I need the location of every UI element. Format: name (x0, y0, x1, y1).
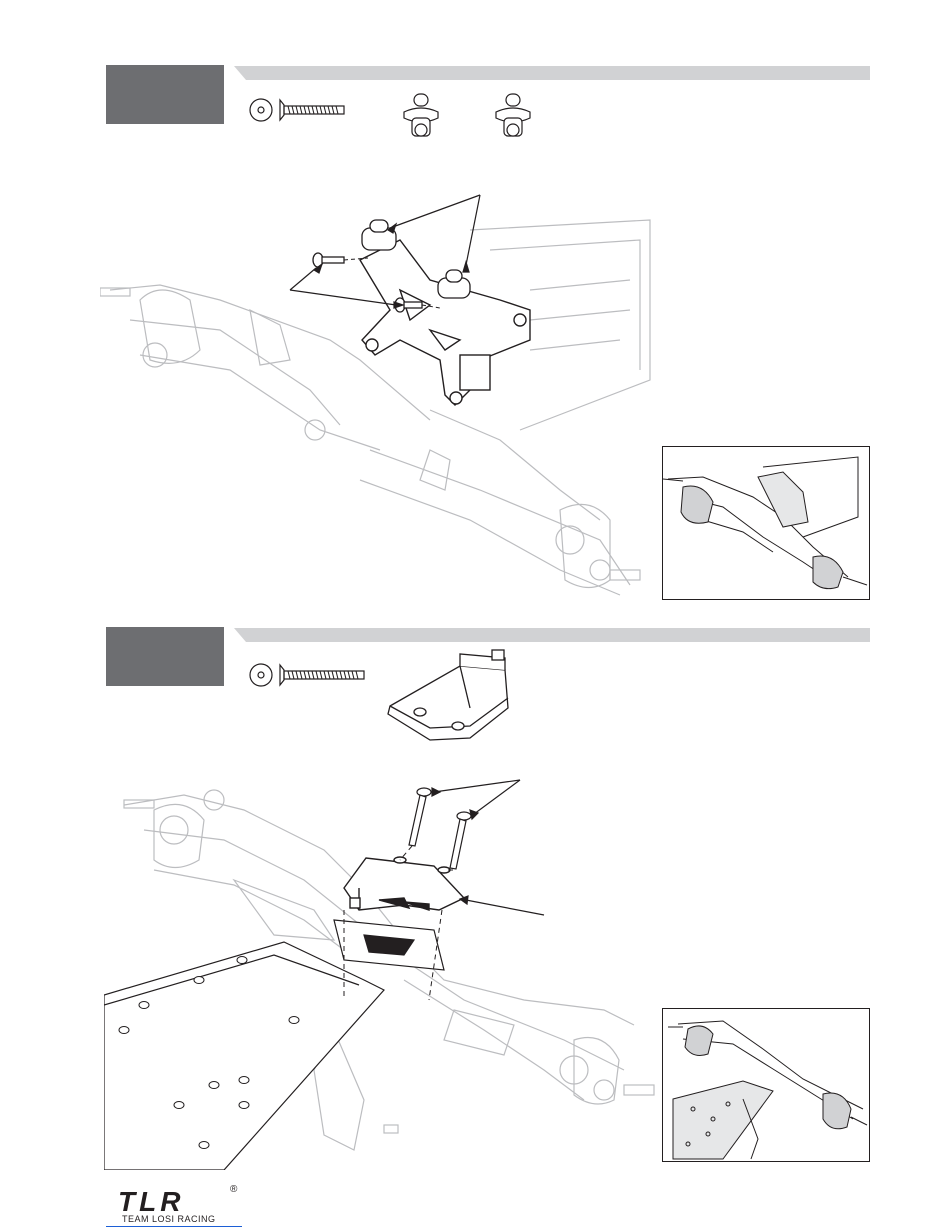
ball-stud-right-part-icon (490, 92, 536, 142)
front-shock-tower-overview-diagram (663, 447, 869, 599)
step-number-box-2 (106, 627, 224, 686)
step-number-box-1 (106, 65, 224, 124)
front-shock-tower-overview-inset (662, 446, 870, 600)
tlr-logo: TLR ® TEAM LOSI RACING (106, 1186, 246, 1226)
logo-underline (106, 1226, 242, 1227)
washer-screw-long-part-icon (248, 660, 368, 690)
ball-stud-left-part-icon (398, 92, 444, 142)
front-shock-tower-assembly-diagram (100, 190, 660, 610)
front-skid-plate-overview-inset (662, 1008, 870, 1162)
front-skid-plate-overview-diagram (663, 1009, 869, 1161)
front-skid-plate-assembly-diagram (104, 770, 660, 1170)
registered-mark: ® (230, 1184, 237, 1195)
step-header-bar-2 (234, 628, 870, 642)
logo-text: TEAM LOSI RACING (122, 1214, 216, 1224)
step-header-bar-1 (234, 66, 870, 80)
washer-screw-part-icon (248, 96, 348, 124)
skid-plate-part-icon (380, 648, 520, 744)
